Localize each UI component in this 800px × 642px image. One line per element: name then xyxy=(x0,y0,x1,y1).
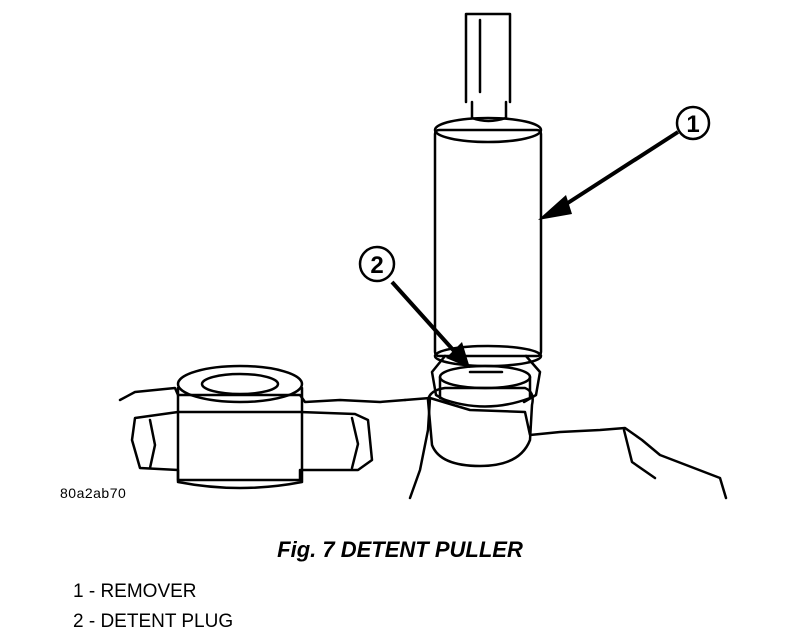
shaft-band-right xyxy=(350,416,360,470)
remover-collar xyxy=(470,100,508,123)
callout-2-leader xyxy=(390,280,457,354)
boss-bore xyxy=(200,372,280,396)
boss-top xyxy=(176,364,304,404)
remover-top-cap xyxy=(433,116,543,144)
remover-handle xyxy=(464,12,512,104)
remover-bottom-cap xyxy=(433,344,543,368)
figure-caption: Fig. 7 DETENT PULLER xyxy=(277,537,523,562)
shaft-band-left xyxy=(148,418,157,470)
callout-2-circle xyxy=(358,245,396,283)
case-outline xyxy=(403,396,728,500)
detent-plug-top xyxy=(438,364,532,390)
legend-item-remover: 1 - REMOVER xyxy=(73,581,197,602)
callout-1: 1 xyxy=(538,105,711,220)
figure-legend: 1 - REMOVER 2 - DETENT PLUG xyxy=(73,577,233,637)
callout-1-number: 1 xyxy=(686,111,699,138)
puller-jaw-right xyxy=(522,354,542,404)
callout-2-arrowhead xyxy=(446,342,470,368)
case-inner-step xyxy=(622,428,657,480)
callout-2: 2 xyxy=(358,245,470,368)
callout-1-arrowhead xyxy=(538,195,572,220)
callout-2-number: 2 xyxy=(370,252,383,279)
figure-code: 80a2ab70 xyxy=(60,485,127,501)
background-outline-left xyxy=(118,386,407,404)
legend-item-detent-plug: 2 - DETENT PLUG xyxy=(73,611,234,632)
remover-body xyxy=(433,128,543,358)
callout-1-circle xyxy=(675,105,711,141)
puller-jaw-left xyxy=(430,354,450,404)
detent-puller-illustration: 1 2 xyxy=(118,12,728,500)
shaft-body xyxy=(130,410,374,482)
boss-body xyxy=(176,386,304,490)
detent-plug-body xyxy=(438,375,532,408)
callout-1-leader xyxy=(558,130,680,210)
case-left-edge xyxy=(408,396,432,500)
